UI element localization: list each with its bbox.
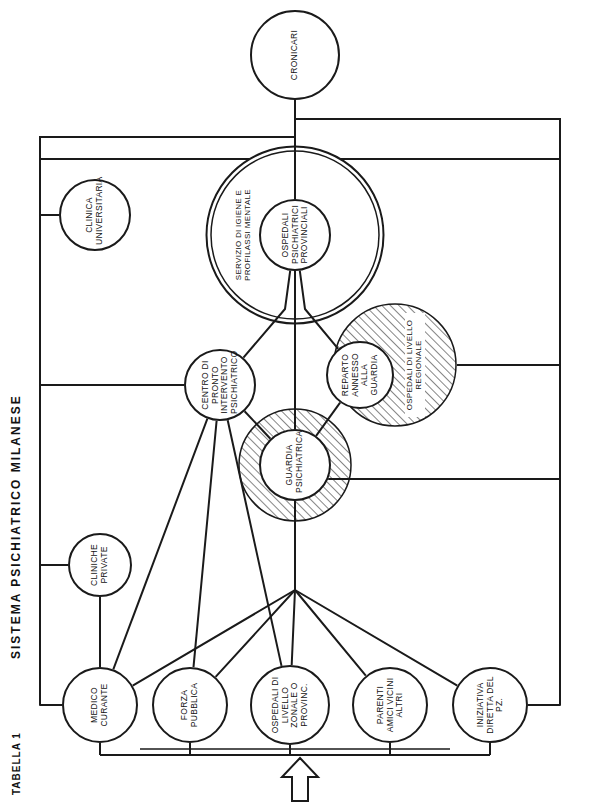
connector — [295, 501, 457, 686]
node-label: INIZIATIVA DIRETTA DEL PZ. — [476, 676, 505, 734]
input-bus — [140, 748, 450, 750]
input-stub — [189, 743, 191, 755]
connector — [99, 597, 101, 667]
connector — [40, 100, 295, 159]
node-label: CLINICA UNIVERSITARIA — [85, 185, 104, 245]
circle-node: CLINICHE PRIVATE — [68, 533, 132, 597]
circle-node: MEDICO CURANTE — [62, 667, 138, 743]
connector — [316, 403, 340, 436]
node-label: MEDICO CURANTE — [90, 676, 109, 734]
node-label: CLINICHE PRIVATE — [90, 540, 109, 590]
node-label: FORZA PUBBLICA — [180, 676, 199, 734]
circle-node: INIZIATIVA DIRETTA DEL PZ. — [452, 667, 528, 743]
node-label: GUARDIA PSICHIATRICA — [285, 437, 304, 493]
circle-node: REPARTO ANNESSO ALLA GUARDIA — [326, 341, 394, 409]
circle-node: OSPEDALI PSICHIATRICI PROVINCIALI — [259, 199, 331, 271]
node-label: OSPEDALI DI LIVELLO ZONALE O PROVINC. — [271, 675, 309, 735]
circle-node: CLINICA UNIVERSITARIA — [59, 179, 131, 251]
circle-node: PARENTI AMICI VICINI ALTRI — [352, 667, 428, 743]
input-stub — [289, 745, 291, 755]
circle-node: FORZA PUBBLICA — [152, 667, 228, 743]
node-label: REPARTO ANNESSO ALLA GUARDIA — [341, 348, 379, 402]
service-ring: SERVIZIO DI IGIENE E PROFILASSI MENTALE O… — [205, 145, 385, 325]
table-label: TABELLA 1 — [11, 732, 22, 795]
connector — [113, 419, 207, 670]
node-label: CENTRO DI PRONTO INTERVENTO PSICHIATRICO — [201, 356, 239, 414]
input-stub — [489, 743, 491, 755]
connector — [295, 501, 366, 676]
connector — [245, 411, 271, 438]
hatched-circle: OSPEDALI DI LIVELLO REGIONALE REPARTO ANN… — [333, 303, 457, 427]
connector — [216, 501, 295, 677]
input-arrow — [282, 758, 318, 801]
node-label: OSPEDALI PSICHIATRICI PROVINCIALI — [281, 206, 310, 264]
circle-node: GUARDIA PSICHIATRICA — [259, 429, 331, 501]
node-label: SERVIZIO DI IGIENE E PROFILASSI MENTALE — [235, 177, 253, 293]
circle-node: OSPEDALI DI LIVELLO ZONALE O PROVINC. — [250, 665, 330, 745]
input-bus — [100, 754, 490, 756]
diagram-title: SISTEMA PSICHIATRICO MILANESE — [10, 394, 23, 659]
node-label: PARENTI AMICI VICINI ALTRI — [376, 676, 405, 734]
input-stub — [99, 743, 101, 755]
connector — [295, 100, 560, 159]
node-label: OSPEDALI DI LIVELLO REGIONALE — [405, 313, 425, 417]
circle-node: CENTRO DI PRONTO INTERVENTO PSICHIATRICO — [184, 349, 256, 421]
node-label: CRONICARI — [290, 20, 300, 90]
connector — [133, 501, 295, 686]
connector — [194, 421, 217, 667]
input-stub — [389, 743, 391, 755]
circle-node: CRONICARI — [250, 10, 340, 100]
